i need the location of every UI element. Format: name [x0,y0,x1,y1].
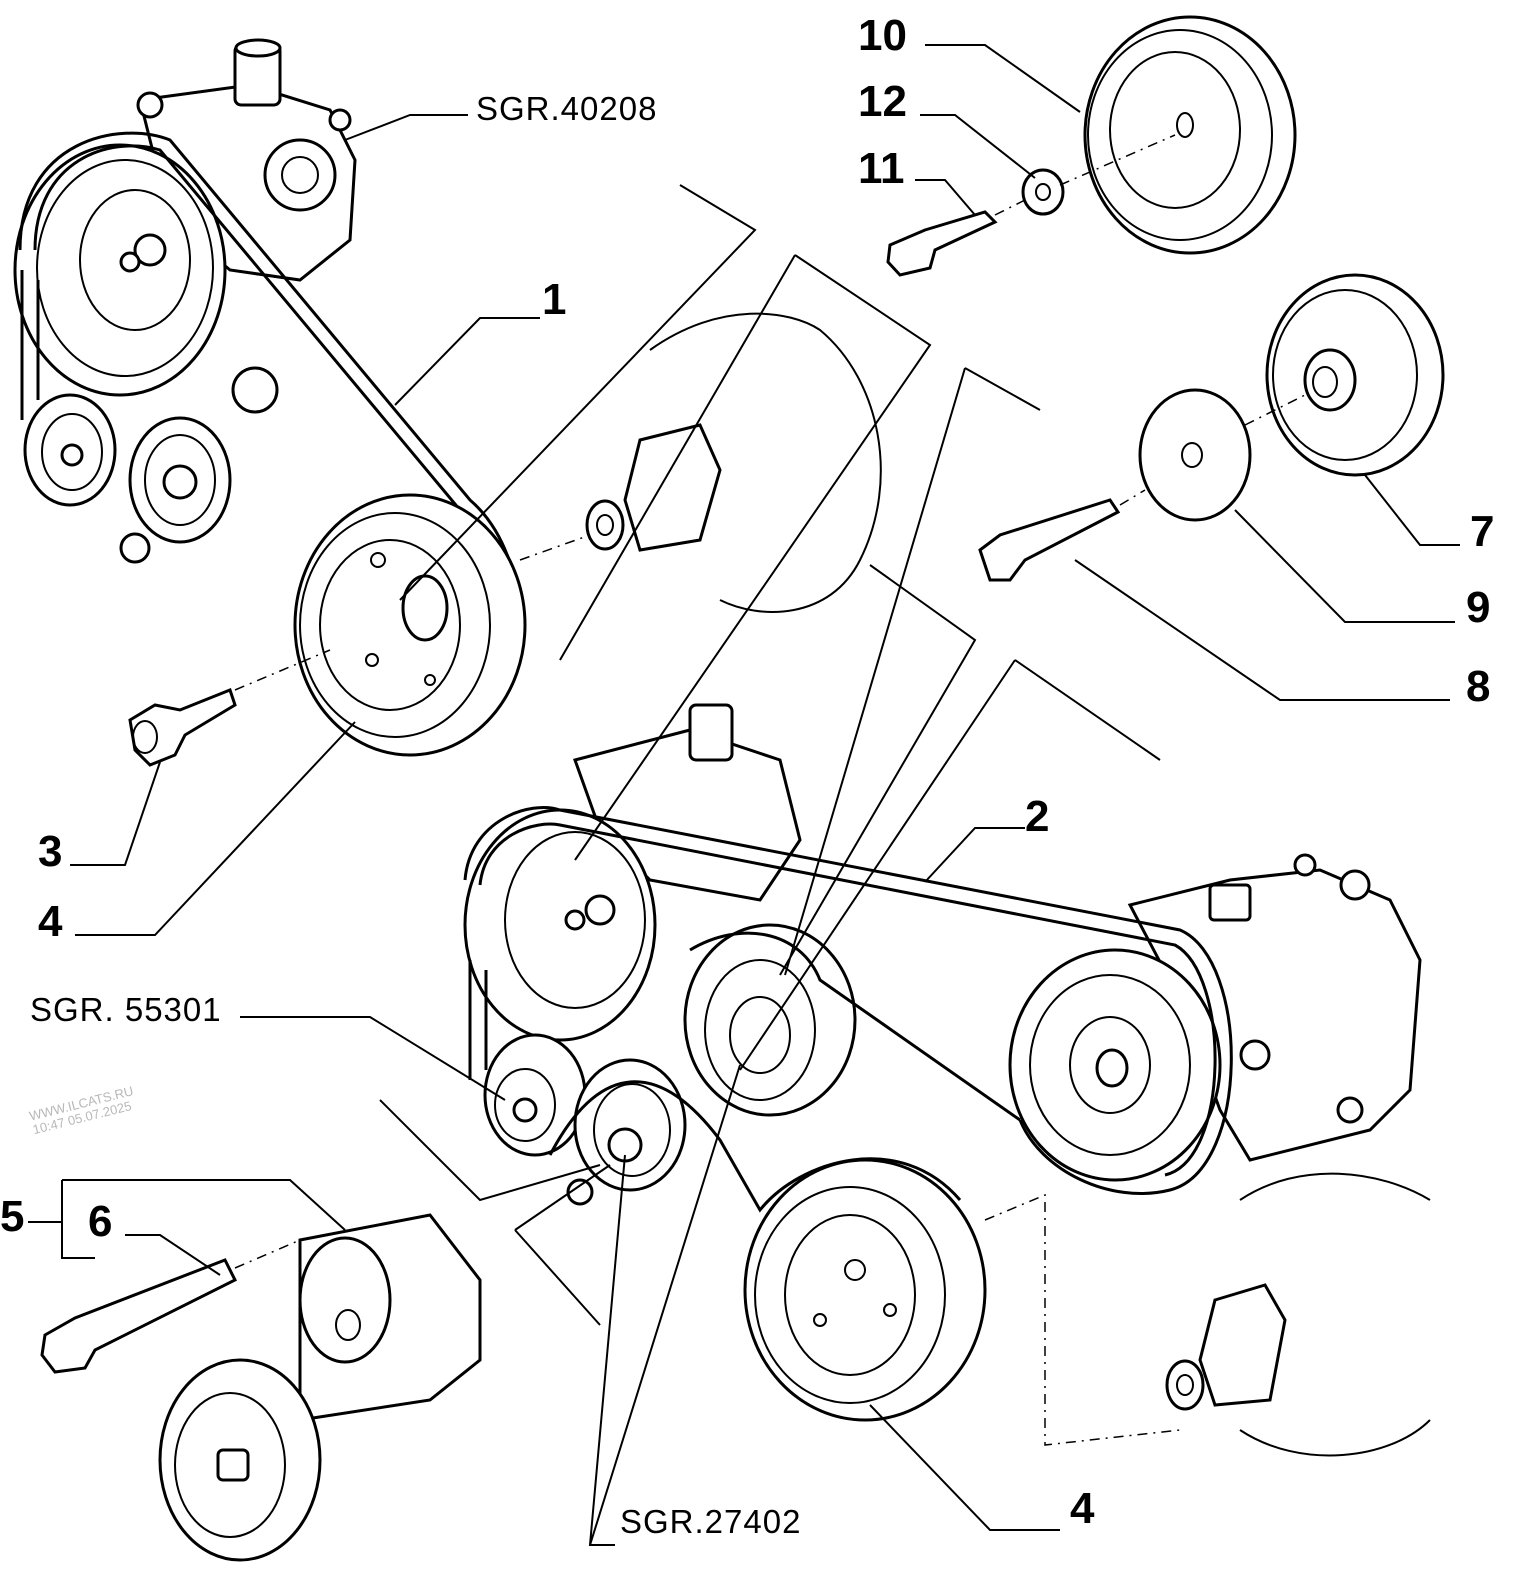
pulley-10 [1083,15,1297,255]
ref-sgr-55301: SGR. 55301 [30,991,222,1028]
belt-2-inner [548,931,1021,1213]
callout-4-bottom: 4 [1070,1484,1095,1533]
upper-idler-lower-assy [683,923,857,1117]
ref-sgr-27402: SGR.27402 [620,1503,802,1540]
upper-assembly [13,38,882,767]
ac-compressor [1127,853,1422,1162]
bolt-3 [128,688,237,767]
washer-12 [1021,168,1065,216]
callout-2: 2 [1025,792,1050,841]
bolt-11 [886,210,998,277]
idler-7 [1265,273,1445,477]
cover-9 [1138,388,1252,522]
callout-4-top: 4 [38,897,63,946]
crank-pulley-upper [293,493,527,757]
leader-lines [28,44,1460,1546]
bolt-8 [978,498,1121,582]
crankshaft-lower [1165,1172,1431,1457]
tensioner-pulley-upper [119,366,279,564]
belt-2 [463,806,1233,1195]
idler-pulley-upper [23,393,117,507]
callout-8: 8 [1466,662,1491,711]
bolt-6 [40,1258,238,1374]
callout-1: 1 [542,275,567,324]
callout-5: 5 [0,1192,25,1241]
lower-assembly [463,703,1431,1457]
crank-pulley-lower [743,1158,987,1422]
ps-pulley-lower [463,808,657,1042]
tensioner-assembly-5 [158,1213,482,1562]
crankshaft-upper [585,312,882,613]
callout-9: 9 [1466,583,1491,632]
detail-lines [379,184,1161,1326]
callout-12: 12 [858,77,907,126]
callout-7: 7 [1470,507,1495,556]
ac-pulley [1008,948,1222,1182]
idler-pulley-lower [483,1033,587,1157]
callout-11: 11 [858,144,905,193]
callout-10: 10 [858,11,907,60]
callout-3: 3 [38,827,63,876]
callout-6: 6 [88,1197,113,1246]
ref-sgr-40208: SGR.40208 [476,90,658,127]
ps-pulley-upper [13,143,227,397]
